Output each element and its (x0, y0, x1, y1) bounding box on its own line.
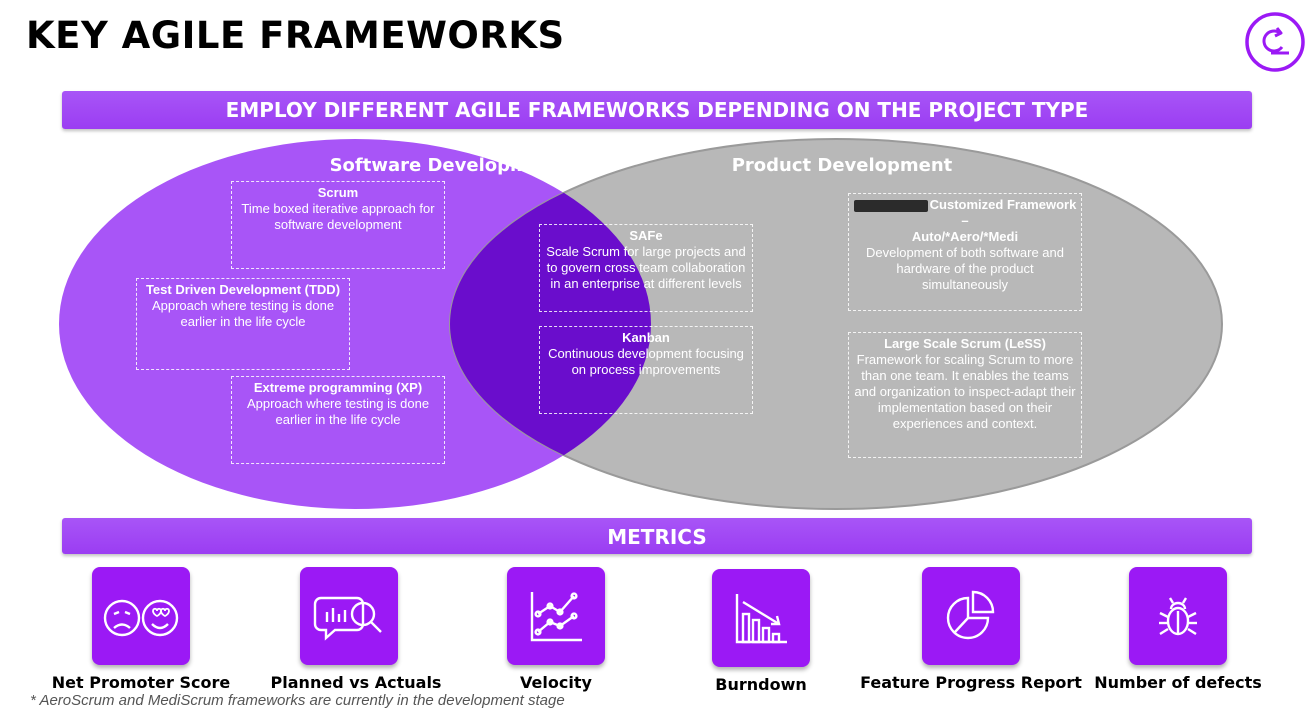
tdd-title: Test Driven Development (TDD) (145, 282, 341, 297)
redacted-mark (853, 199, 928, 212)
kanban-desc: Continuous development focusing on proce… (548, 346, 744, 377)
kanban-box: Kanban Continuous development focusing o… (539, 326, 753, 414)
scrum-title: Scrum (317, 185, 359, 200)
page-title: KEY AGILE FRAMEWORKS (26, 14, 565, 57)
bug-icon (1159, 597, 1197, 636)
less-desc: Framework for scaling Scrum to more than… (854, 352, 1076, 431)
xp-box: Extreme programming (XP) Approach where … (231, 376, 445, 464)
metric-label-planned-vs-actuals: Planned vs Actuals (270, 673, 442, 692)
footnote: * AeroScrum and MediScrum frameworks are… (30, 692, 565, 709)
feature-progress-tile (922, 567, 1020, 665)
chat-chart-magnifier-icon (313, 596, 382, 641)
agile-cycle-logo-icon (1245, 12, 1305, 72)
line-chart-icon (530, 592, 582, 642)
tdd-box: Test Driven Development (TDD) Approach w… (136, 278, 350, 370)
tdd-desc: Approach where testing is done earlier i… (151, 298, 335, 329)
less-title: Large Scale Scrum (LeSS) (884, 336, 1046, 351)
burndown-tile (712, 569, 810, 667)
metrics-banner: METRICS (62, 518, 1252, 554)
software-development-title: Software Development (329, 155, 563, 176)
burndown-chart-icon (735, 594, 787, 644)
velocity-tile (507, 567, 605, 665)
net-promoter-tile (92, 567, 190, 665)
product-circle (449, 138, 1223, 510)
product-development-title: Product Development (731, 155, 953, 176)
xp-desc: Approach where testing is done earlier i… (246, 396, 430, 427)
kanban-title: Kanban (622, 330, 670, 345)
scrum-box: Scrum Time boxed iterative approach for … (231, 181, 445, 269)
less-box: Large Scale Scrum (LeSS) Framework for s… (848, 332, 1082, 458)
custom-desc: Development of both software and hardwar… (865, 245, 1064, 292)
custom-title-b: Auto/*Aero/*Medi (911, 229, 1019, 244)
overlap-region (450, 139, 651, 509)
defects-tile (1129, 567, 1227, 665)
metric-label-feature-progress: Feature Progress Report (860, 673, 1082, 692)
pie-chart-icon (946, 590, 995, 640)
safe-desc: Scale Scrum for large projects and to go… (546, 244, 746, 291)
safe-title: SAFe (629, 228, 663, 243)
xp-title: Extreme programming (XP) (253, 380, 423, 395)
metric-label-burndown: Burndown (715, 675, 807, 694)
custom-title-a: Customized Framework – (929, 197, 1077, 228)
frameworks-banner: EMPLOY DIFFERENT AGILE FRAMEWORKS DEPEND… (62, 91, 1252, 129)
metric-label-defects: Number of defects (1094, 673, 1262, 692)
planned-vs-actuals-tile (300, 567, 398, 665)
metric-label-net-promoter: Net Promoter Score (51, 673, 231, 692)
customized-framework-box: Customized Framework – Auto/*Aero/*Medi … (848, 193, 1082, 311)
scrum-desc: Time boxed iterative approach for softwa… (241, 201, 435, 232)
safe-box: SAFe Scale Scrum for large projects and … (539, 224, 753, 312)
smiley-faces-icon (103, 599, 179, 637)
metric-label-velocity: Velocity (520, 673, 592, 692)
